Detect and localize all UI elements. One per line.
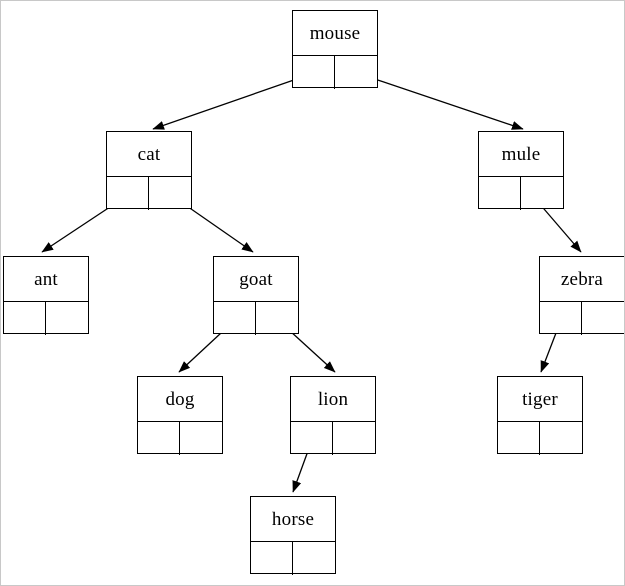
tree-node-label: mule: [501, 143, 541, 165]
edge-mouse-to-cat: [152, 72, 315, 130]
tree-node-label: tiger: [522, 388, 558, 410]
tree-node-pointer-row: [138, 421, 222, 455]
tree-node-pointer-row: [4, 301, 88, 335]
tree-node-pointer-row: [479, 176, 563, 210]
left-pointer-cell[interactable]: [138, 422, 180, 455]
tree-node-ant[interactable]: ant: [3, 256, 89, 335]
right-pointer-cell[interactable]: [256, 302, 298, 335]
tree-node-tiger[interactable]: tiger: [497, 376, 583, 455]
right-pointer-cell[interactable]: [46, 302, 88, 335]
tree-node-pointer-row: [107, 176, 191, 210]
tree-node-pointer-row: [498, 421, 582, 455]
tree-node-label: mouse: [309, 22, 361, 44]
right-pointer-cell[interactable]: [540, 422, 582, 455]
right-pointer-cell[interactable]: [521, 177, 563, 210]
tree-node-label: cat: [137, 143, 161, 165]
tree-node-label: zebra: [560, 268, 604, 290]
right-pointer-cell[interactable]: [293, 542, 335, 575]
left-pointer-cell[interactable]: [251, 542, 293, 575]
edge-mouse-to-mule: [356, 72, 524, 130]
left-pointer-cell[interactable]: [214, 302, 256, 335]
left-pointer-cell[interactable]: [540, 302, 582, 335]
left-pointer-cell[interactable]: [479, 177, 521, 210]
tree-node-goat[interactable]: goat: [213, 256, 299, 335]
tree-node-pointer-row: [291, 421, 375, 455]
tree-node-pointer-row: [251, 541, 335, 575]
tree-node-label: goat: [239, 268, 273, 290]
tree-node-pointer-row: [540, 301, 624, 335]
tree-node-pointer-row: [293, 55, 377, 89]
tree-node-lion[interactable]: lion: [290, 376, 376, 455]
left-pointer-cell[interactable]: [4, 302, 46, 335]
left-pointer-cell[interactable]: [293, 56, 335, 89]
tree-node-label: horse: [271, 508, 315, 530]
tree-node-mouse[interactable]: mouse: [292, 10, 378, 89]
tree-node-cat[interactable]: cat: [106, 131, 192, 210]
left-pointer-cell[interactable]: [107, 177, 149, 210]
tree-node-label: lion: [317, 388, 349, 410]
tree-node-mule[interactable]: mule: [478, 131, 564, 210]
right-pointer-cell[interactable]: [149, 177, 191, 210]
tree-node-label: dog: [165, 388, 195, 410]
tree-node-dog[interactable]: dog: [137, 376, 223, 455]
tree-node-zebra[interactable]: zebra: [539, 256, 624, 335]
tree-node-pointer-row: [214, 301, 298, 335]
right-pointer-cell[interactable]: [582, 302, 624, 335]
left-pointer-cell[interactable]: [498, 422, 540, 455]
left-pointer-cell[interactable]: [291, 422, 333, 455]
tree-node-horse[interactable]: horse: [250, 496, 336, 575]
right-pointer-cell[interactable]: [333, 422, 375, 455]
tree-node-label: ant: [34, 268, 58, 290]
right-pointer-cell[interactable]: [335, 56, 377, 89]
right-pointer-cell[interactable]: [180, 422, 222, 455]
